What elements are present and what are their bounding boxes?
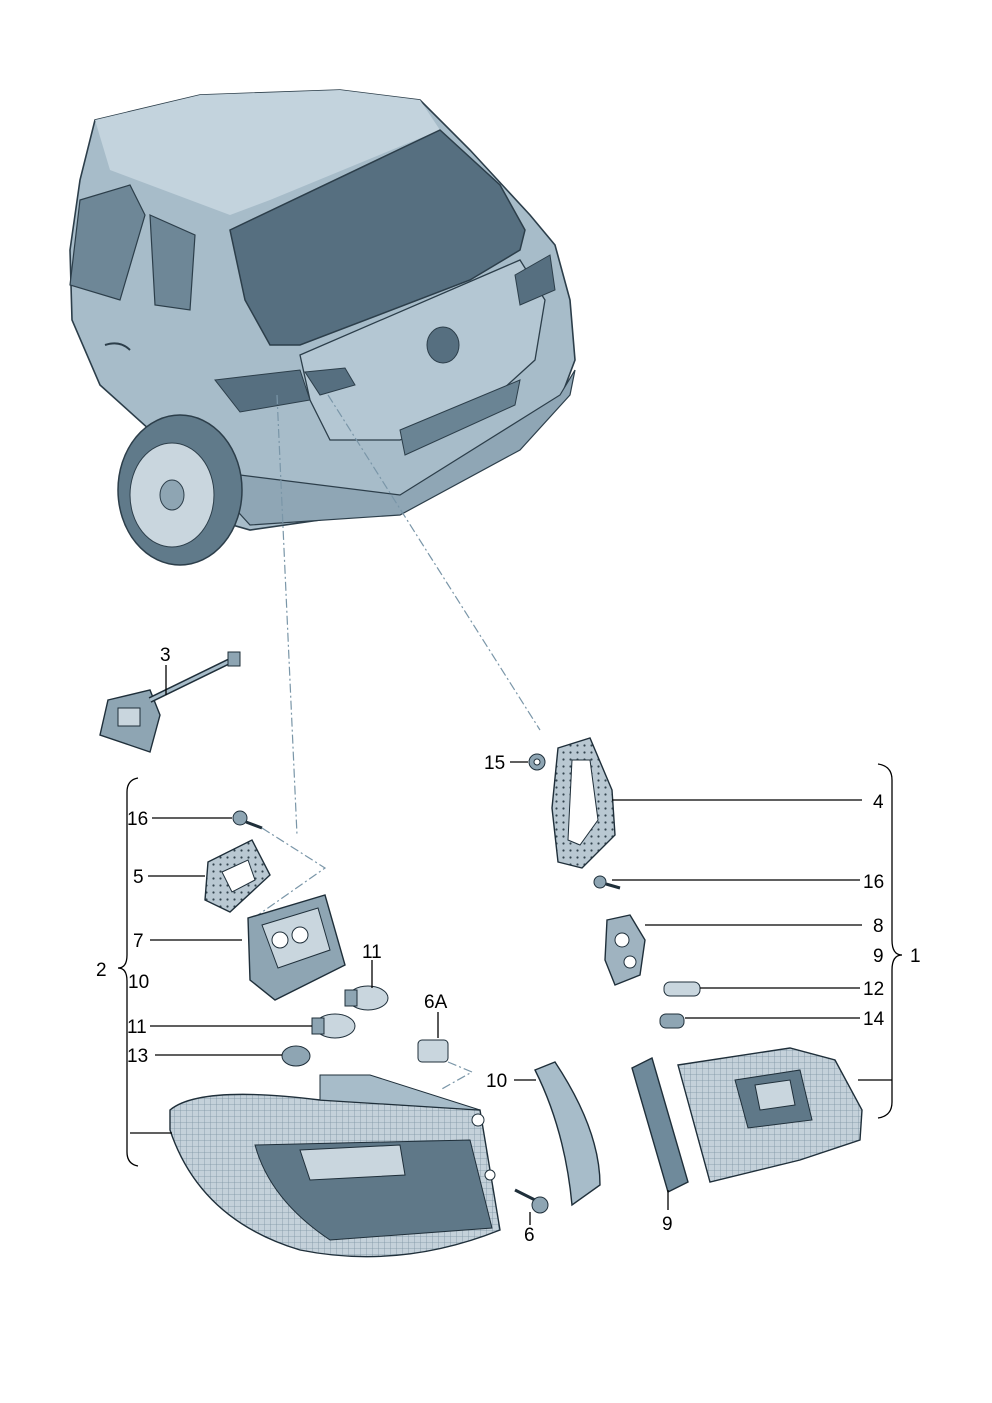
part-15-nut: [528, 753, 546, 771]
part-16-screw-left: [232, 810, 263, 830]
label-2: 2: [96, 960, 107, 981]
part-11-bulb-left: [311, 1013, 356, 1039]
part-16-screw-right: [593, 875, 621, 890]
label-7: 7: [133, 931, 144, 952]
rear-window: [229, 129, 526, 346]
label-13: 13: [127, 1046, 148, 1067]
label-9-bracket: 9: [873, 946, 884, 967]
label-6: 6: [524, 1225, 535, 1246]
label-5: 5: [133, 867, 144, 888]
label-14: 14: [863, 1009, 885, 1030]
part-7-bulb-holder: [247, 894, 346, 1001]
part-6-screw: [514, 1188, 549, 1214]
label-10-part: 10: [486, 1071, 507, 1092]
label-11-left: 11: [127, 1017, 147, 1038]
leader-lines: [130, 665, 892, 1225]
part-6a-clip: [417, 1039, 449, 1063]
label-4: 4: [873, 792, 884, 813]
callout-labels: 3 15 4 16 5 16 8 7 11 9 1 2 10 12 6A 11 …: [96, 645, 921, 1246]
label-10-bracket: 10: [128, 972, 149, 993]
part-12-bulb: [663, 981, 701, 997]
part-11-bulb-top: [344, 985, 389, 1011]
car-taillight-right: [304, 367, 356, 396]
label-16-right: 16: [863, 872, 884, 893]
car-rear-view: [69, 89, 576, 566]
label-16-left: 16: [127, 809, 148, 830]
bracket-right: [877, 763, 903, 1119]
part-14-bulb: [659, 1013, 685, 1029]
part-8-bulb-holder: [604, 914, 646, 986]
part-10-seal: [534, 1061, 601, 1207]
bracket-left: [117, 777, 139, 1167]
label-11-top: 11: [362, 942, 382, 963]
part-3-wiring-harness: [99, 651, 241, 753]
label-6a: 6A: [424, 992, 448, 1013]
label-3: 3: [160, 645, 171, 666]
label-15: 15: [484, 753, 505, 774]
part-2-outer-taillight: [169, 1074, 501, 1258]
label-8: 8: [873, 916, 884, 937]
label-12: 12: [863, 979, 884, 1000]
part-13-bulb: [281, 1045, 311, 1067]
label-1: 1: [910, 946, 921, 967]
part-9-seal: [631, 1056, 689, 1194]
label-9-part: 9: [662, 1214, 673, 1235]
part-1-inner-taillight: [677, 1047, 863, 1183]
car-taillight-left: [214, 369, 311, 413]
